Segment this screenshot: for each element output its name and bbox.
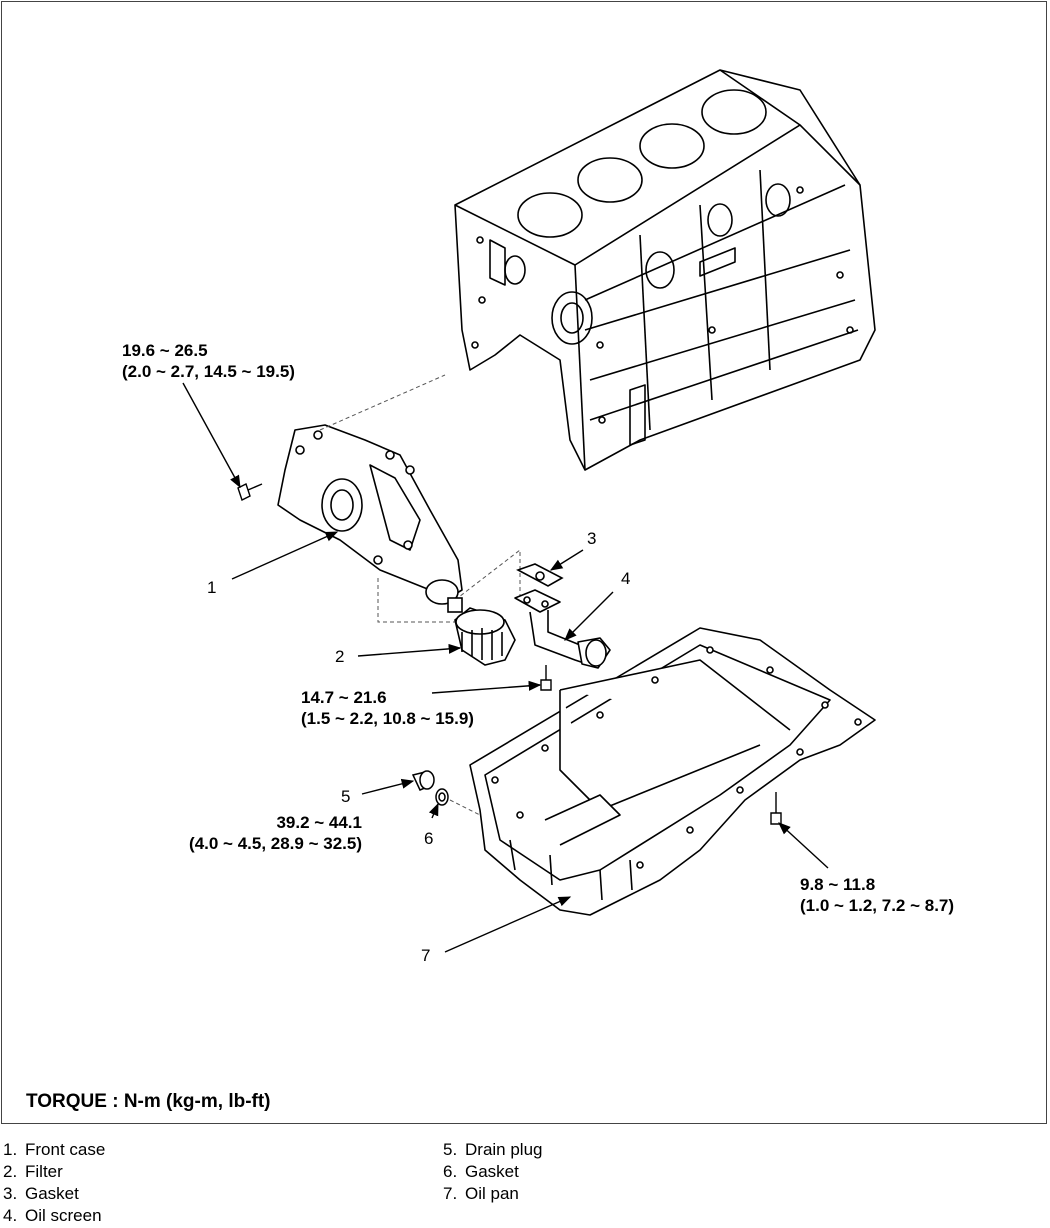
gasket-3 — [516, 563, 564, 587]
torque-value: 14.7 ~ 21.6 — [301, 688, 387, 707]
legend-item: 1.Front case — [3, 1140, 106, 1159]
torque-value: 39.2 ~ 44.1 — [276, 813, 362, 832]
torque-oil-screen-bolt: 14.7 ~ 21.6 (1.5 ~ 2.2, 10.8 ~ 15.9) — [301, 687, 474, 729]
torque-value: 19.6 ~ 26.5 — [122, 341, 208, 360]
torque-value-alt: (1.0 ~ 1.2, 7.2 ~ 8.7) — [800, 896, 955, 915]
arrow-gasket-6 — [428, 802, 439, 819]
oil-pan-bolt — [770, 792, 782, 825]
engine-block — [454, 69, 876, 471]
arrow-oil-pan — [444, 896, 572, 953]
arrow-filter — [357, 643, 462, 657]
front-case-bolt — [237, 483, 263, 501]
part-number-3: 3 — [587, 529, 597, 548]
torque-value-alt: (4.0 ~ 4.5, 28.9 ~ 32.5) — [189, 834, 362, 853]
front-case — [277, 424, 463, 605]
legend-item: 4.Oil screen — [3, 1206, 102, 1225]
legend-item: 3.Gasket — [3, 1184, 79, 1203]
arrow-gasket-3 — [549, 549, 584, 571]
torque-value-alt: (2.0 ~ 2.7, 14.5 ~ 19.5) — [122, 362, 295, 381]
leader-arrows — [182, 382, 829, 953]
legend-left: 1.Front case 2.Filter 3.Gasket 4.Oil scr… — [3, 1139, 105, 1227]
part-number-5: 5 — [341, 787, 351, 806]
torque-value: 9.8 ~ 11.8 — [800, 875, 876, 894]
arrow-oil-screen — [564, 591, 614, 641]
diagram-frame — [1, 1, 1047, 1124]
oil-pan — [469, 627, 876, 916]
arrow-drain-plug — [361, 778, 415, 795]
arrow-front-case — [231, 531, 339, 580]
legend-right: 5.Drain plug 6.Gasket 7.Oil pan — [443, 1139, 543, 1205]
legend-item: 5.Drain plug — [443, 1140, 543, 1159]
torque-value-alt: (1.5 ~ 2.2, 10.8 ~ 15.9) — [301, 709, 474, 728]
arrow-oil-pan-bolt — [778, 822, 829, 869]
oil-filter — [447, 597, 516, 666]
legend-item: 6.Gasket — [443, 1162, 519, 1181]
part-number-2: 2 — [335, 647, 345, 666]
legend-item: 7.Oil pan — [443, 1184, 519, 1203]
arrow-front-case-bolt — [182, 382, 241, 489]
torque-drain-plug: 39.2 ~ 44.1 (4.0 ~ 4.5, 28.9 ~ 32.5) — [160, 812, 362, 854]
part-number-7: 7 — [421, 946, 431, 965]
oil-screen — [514, 589, 611, 669]
torque-unit-label: TORQUE : N-m (kg-m, lb-ft) — [26, 1091, 271, 1112]
torque-oil-pan-bolt: 9.8 ~ 11.8 (1.0 ~ 1.2, 7.2 ~ 8.7) — [800, 874, 954, 916]
arrow-oil-screen-bolt — [431, 680, 542, 694]
part-number-4: 4 — [621, 569, 631, 588]
part-number-6: 6 — [424, 829, 434, 848]
legend-item: 2.Filter — [3, 1162, 63, 1181]
torque-front-case-bolt: 19.6 ~ 26.5 (2.0 ~ 2.7, 14.5 ~ 19.5) — [122, 340, 295, 382]
drain-plug-and-gasket — [411, 770, 449, 806]
part-number-1: 1 — [207, 578, 217, 597]
oil-screen-bolt — [540, 665, 552, 691]
